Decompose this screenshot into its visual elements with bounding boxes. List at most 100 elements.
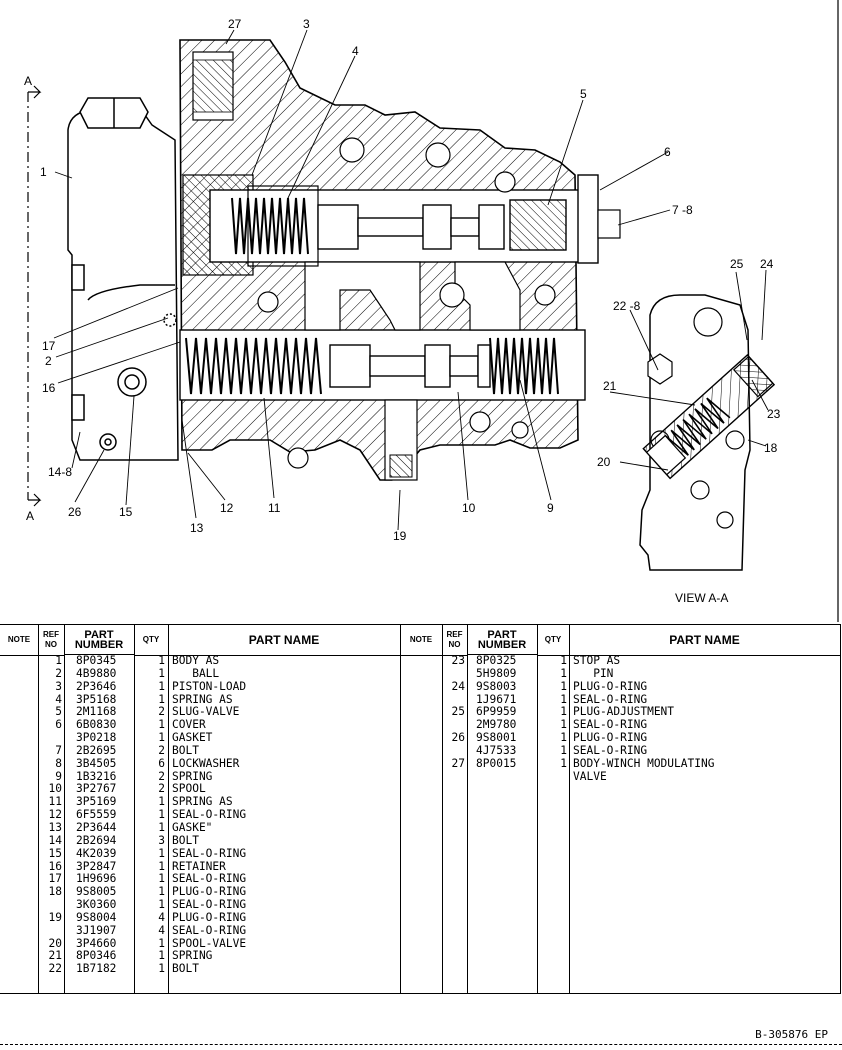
table-row-ref: 15 <box>48 846 62 860</box>
callout-19: 19 <box>393 529 407 543</box>
table-row-ref: 22 <box>48 962 62 976</box>
table-row-ref: 7 <box>55 743 62 757</box>
table-row-qty: 1 <box>158 872 165 886</box>
table-row-ref <box>442 668 465 681</box>
table-row-ref: 21 <box>48 949 62 963</box>
table-row-ref: 10 <box>48 782 62 796</box>
table-row-name: PIN <box>573 666 614 680</box>
callout-4: 4 <box>352 44 359 58</box>
table-row-ref: 27 <box>451 756 465 770</box>
table-row-name: SEAL-O-RING <box>172 846 247 860</box>
table-row-pn: 8P0325 <box>476 654 517 667</box>
table-row-qty: 2 <box>158 743 165 757</box>
table-row-pn: 2P3644 <box>76 820 117 834</box>
table-row-name: SPRING AS <box>172 692 233 706</box>
spool-upper <box>317 199 567 251</box>
table-row-pn: 3P5169 <box>76 795 117 809</box>
table-row-qty: 1 <box>158 718 165 732</box>
table-row-name: PLUG-ADJUSTMENT <box>573 705 675 719</box>
table-row-qty: 1 <box>560 666 567 680</box>
header-part-number-left: PART NUMBER <box>64 625 134 655</box>
table-row-pn: 6F5559 <box>76 808 117 822</box>
column-rule <box>537 625 538 993</box>
table-row-qty: 1 <box>158 808 165 822</box>
section-mark-top: A <box>24 74 32 88</box>
table-row-name: SEAL-O-RING <box>172 923 247 937</box>
table-row-qty: 1 <box>560 654 567 667</box>
table-row-pn: 2P3646 <box>76 679 117 693</box>
table-row-ref: 1 <box>55 654 62 667</box>
table-row-ref <box>38 732 62 745</box>
table-row-qty: 1 <box>560 743 567 757</box>
table-row-name: PLUG-O-RING <box>573 731 648 745</box>
callout-27: 27 <box>228 17 242 31</box>
table-row-pn: 6B0830 <box>76 718 117 732</box>
table-row-qty: 4 <box>158 910 165 924</box>
table-row-name: SPOOL-VALVE <box>172 936 247 950</box>
table-row-name: SEAL-O-RING <box>172 898 247 912</box>
table-row-qty: 4 <box>158 923 165 937</box>
callout-7-8: 7 -8 <box>672 203 693 217</box>
callout-26: 26 <box>68 505 82 519</box>
section-line-a-a <box>27 85 42 507</box>
table-row-name: PLUG-O-RING <box>172 910 247 924</box>
header-qty-left: QTY <box>134 625 168 656</box>
table-row-ref: 2 <box>55 666 62 680</box>
table-row-pn <box>476 771 536 784</box>
table-row-pn: 4B9880 <box>76 666 117 680</box>
spring-lower-main <box>185 337 322 395</box>
table-row-qty: 1 <box>158 962 165 976</box>
table-row-ref: 19 <box>48 910 62 924</box>
table-row-qty: 6 <box>158 756 165 770</box>
table-row-qty: 1 <box>560 756 567 770</box>
table-row-ref: 13 <box>48 820 62 834</box>
table-row-qty: 1 <box>158 679 165 693</box>
spring-lower-right <box>489 337 559 395</box>
table-row-name: BOLT <box>172 833 199 847</box>
callout-24: 24 <box>760 257 774 271</box>
table-row-pn: 6P9959 <box>476 705 517 719</box>
table-row-pn: 9S8003 <box>476 679 517 693</box>
table-row-pn: 3B4505 <box>76 756 117 770</box>
table-row-pn: 3P4660 <box>76 936 117 950</box>
table-row-ref: 24 <box>451 679 465 693</box>
table-row-qty: 3 <box>158 833 165 847</box>
table-row-pn: 8P0345 <box>76 654 117 667</box>
table-row-ref <box>442 745 465 758</box>
left-housing <box>67 97 179 461</box>
table-row-pn: 4J7533 <box>476 743 517 757</box>
callout-9: 9 <box>547 501 554 515</box>
table-row-ref <box>38 899 62 912</box>
table-row-name: STOP AS <box>573 654 621 667</box>
table-row-name: SPOOL <box>172 782 206 796</box>
table-row-name: PISTON-LOAD <box>172 679 247 693</box>
table-row-qty: 1 <box>560 705 567 719</box>
table-row-qty: 1 <box>158 820 165 834</box>
table-row-qty: 1 <box>560 731 567 745</box>
header-part-name-right: PART NAME <box>569 625 840 656</box>
table-row-qty: 1 <box>158 666 165 680</box>
callout-22-8: 22 -8 <box>613 299 641 313</box>
table-row-qty: 1 <box>560 679 567 693</box>
table-row-pn: 4K2039 <box>76 846 117 860</box>
table-row-pn: 2M9780 <box>476 718 517 732</box>
callout-21: 21 <box>603 379 617 393</box>
column-rule <box>569 625 570 993</box>
table-row-name: BODY-WINCH MODULATING <box>573 756 715 770</box>
callout-6: 6 <box>664 145 671 159</box>
table-row-name: BOLT <box>172 743 199 757</box>
header-part-number-right: PART NUMBER <box>467 625 537 655</box>
table-row-qty: 1 <box>158 936 165 950</box>
table-row-pn: 5H9809 <box>476 666 517 680</box>
header-qty-right: QTY <box>537 625 569 656</box>
valve-assembly-drawing: A A 1 2 3 4 5 6 7 -8 9 10 11 12 13 14-8 … <box>24 0 839 622</box>
table-row-ref <box>38 925 62 938</box>
callout-10: 10 <box>462 501 476 515</box>
table-row-pn: 9S8001 <box>476 731 517 745</box>
table-row-ref: 16 <box>48 859 62 873</box>
column-rule <box>400 625 401 993</box>
